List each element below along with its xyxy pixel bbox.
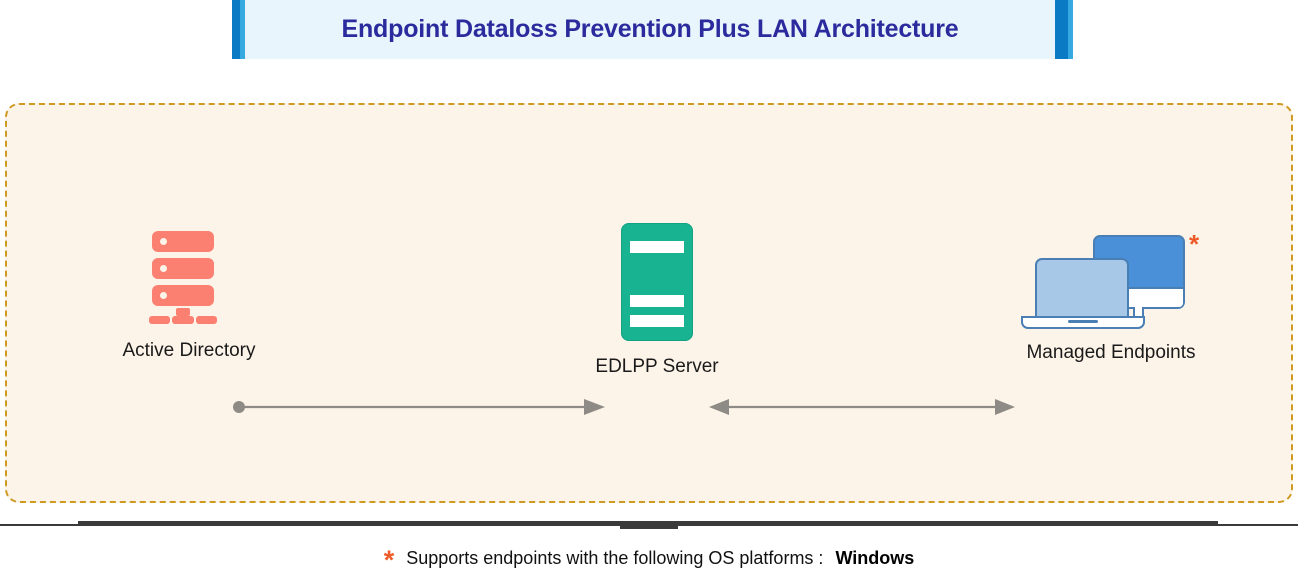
node-label-active-directory: Active Directory: [122, 340, 256, 361]
endpoint-footnote-asterisk-icon: *: [1189, 229, 1200, 259]
title-banner-left-edge: [232, 0, 245, 59]
connector-server-to-endpoints: [707, 397, 1017, 422]
title-banner-right-edge: [1055, 0, 1073, 59]
laptop-icon: [1035, 258, 1129, 318]
monitor-laptop-icon: *: [1021, 231, 1201, 331]
node-label-edlpp-server: EDLPP Server: [595, 356, 719, 377]
server-rack-icon: [149, 231, 229, 327]
footer-note: * Supports endpoints with the following …: [0, 545, 1298, 575]
node-label-managed-endpoints: Managed Endpoints: [1026, 342, 1196, 363]
footnote-platform-list: Windows: [835, 548, 915, 568]
page-title: Endpoint Dataloss Prevention Plus LAN Ar…: [341, 15, 959, 43]
footnote-asterisk-icon: *: [383, 545, 395, 575]
node-managed-endpoints[interactable]: * Managed Endpoints: [1015, 231, 1207, 362]
title-banner: Endpoint Dataloss Prevention Plus LAN Ar…: [232, 0, 1073, 59]
architecture-diagram-panel: Active Directory EDLPP Server * Managed …: [5, 103, 1293, 503]
footnote-text: Supports endpoints with the following OS…: [406, 548, 824, 568]
footer-divider-tab: [620, 521, 678, 529]
node-edlpp-server[interactable]: EDLPP Server: [569, 223, 745, 376]
node-active-directory[interactable]: Active Directory: [101, 231, 277, 360]
connector-ad-to-server: [232, 397, 607, 422]
server-tower-icon: [621, 223, 693, 341]
